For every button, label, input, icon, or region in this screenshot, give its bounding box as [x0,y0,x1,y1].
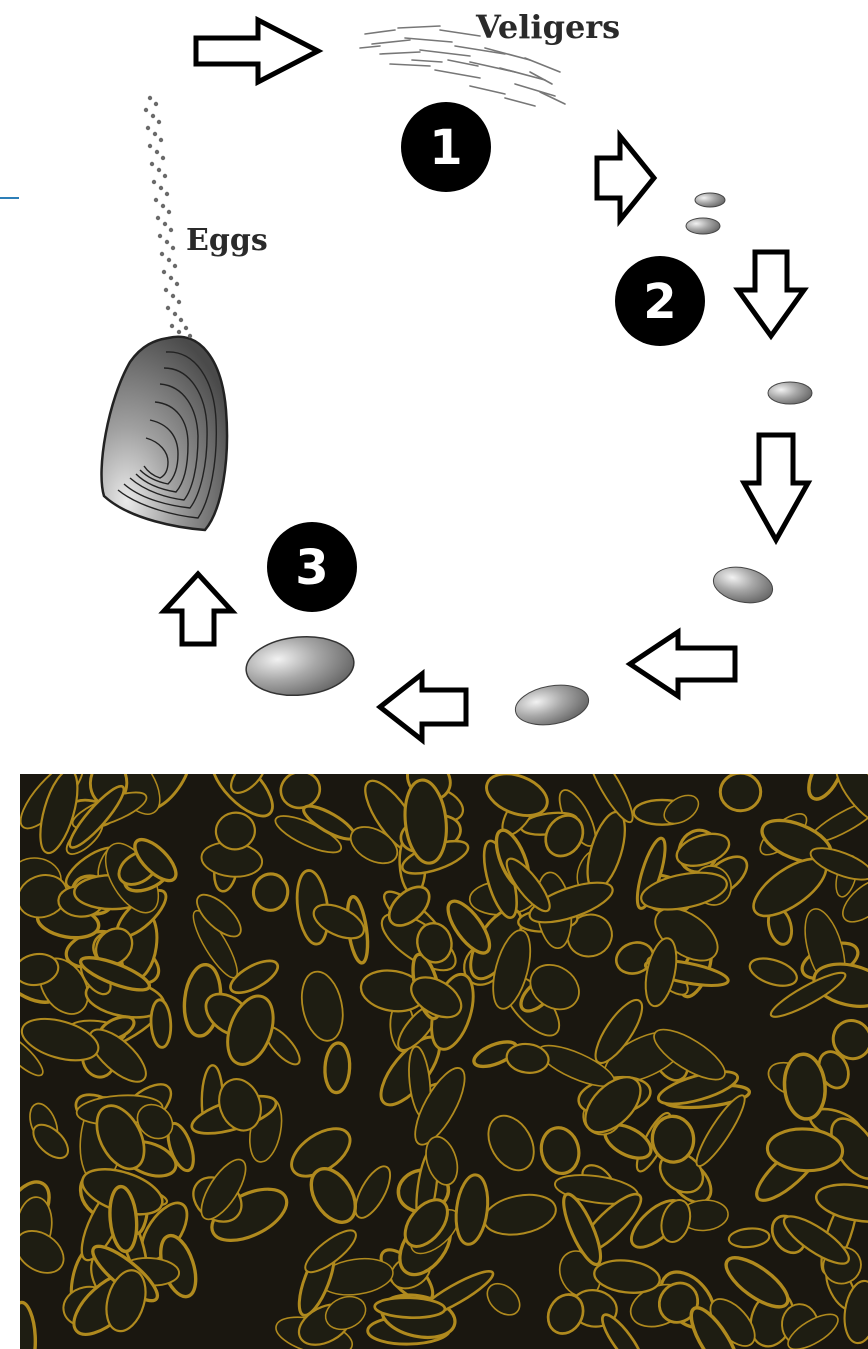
mussel-cluster-illustration [20,774,868,1349]
adult-shell [244,632,357,699]
eggs-label: Eggs [186,223,268,258]
mussel-shell [324,1042,351,1093]
arrow-left-1 [630,632,735,696]
spawning-mussel [102,337,228,530]
arrow-right-top [196,20,318,82]
mussel-shell [720,774,761,811]
step-number-3: 3 [295,540,328,596]
step-number-2: 2 [643,274,676,330]
veligers-label: Veligers [475,8,620,46]
juvenile-shell-2 [710,562,776,608]
arrow-up [164,574,232,644]
eggs-stream [144,96,192,338]
juvenile-shell-1 [768,382,812,404]
mussel-cluster-photo [20,774,868,1349]
larva-small-2 [686,218,720,234]
arrow-left-2 [380,674,466,740]
larva-small-1 [695,193,725,207]
juvenile-shell-3 [512,680,591,730]
arrow-down-2 [744,435,808,540]
arrow-down-1 [738,252,804,336]
step-number-1: 1 [429,120,462,176]
mussel-life-cycle-diagram: Veligers 1 2 3 [0,0,868,760]
arrow-right-small [597,136,654,220]
